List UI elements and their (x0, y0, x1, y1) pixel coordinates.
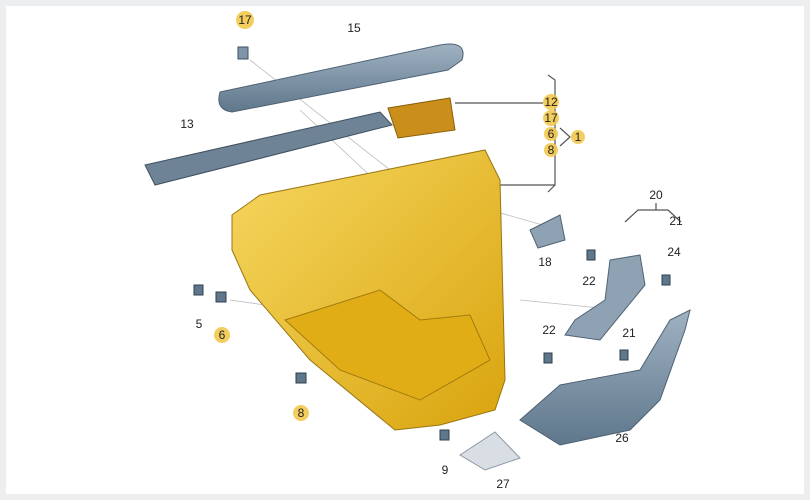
svg-text:5: 5 (196, 317, 203, 331)
fasteners (193, 249, 671, 441)
svg-text:20: 20 (649, 188, 663, 202)
callout-1: 1 (571, 130, 585, 144)
door-panel (231, 149, 506, 431)
svg-text:6: 6 (548, 127, 555, 141)
part-18-cover (529, 214, 566, 249)
svg-text:17: 17 (544, 111, 558, 125)
callout-8b: 8 (293, 405, 309, 421)
part-12-handle (387, 97, 456, 139)
part-13-bracket (144, 111, 393, 186)
callout-24: 24 (667, 245, 681, 259)
svg-text:1: 1 (575, 130, 582, 144)
callout-22: 22 (582, 274, 596, 288)
callout-12: 12 (543, 94, 559, 110)
svg-text:26: 26 (615, 431, 629, 445)
svg-text:21: 21 (669, 214, 683, 228)
part-20-grab-bracket (564, 254, 646, 341)
svg-text:12: 12 (544, 95, 558, 109)
svg-text:13: 13 (180, 117, 194, 131)
door-pocket (284, 289, 491, 401)
callout-21b: 21 (622, 326, 636, 340)
svg-text:27: 27 (496, 477, 510, 491)
svg-text:17: 17 (238, 13, 252, 27)
callout-5: 5 (196, 317, 203, 331)
callout-6: 6 (544, 127, 558, 141)
callout-21: 21 (669, 214, 683, 228)
svg-text:8: 8 (548, 143, 555, 157)
svg-text:6: 6 (219, 328, 226, 342)
svg-text:22: 22 (542, 323, 556, 337)
callout-27: 27 (496, 477, 510, 491)
callout-17: 17 (236, 11, 254, 29)
callout-22b: 22 (542, 323, 556, 337)
svg-text:15: 15 (347, 21, 361, 35)
svg-text:18: 18 (538, 255, 552, 269)
callout-6b: 6 (214, 327, 230, 343)
part-27-cap (459, 431, 521, 471)
callout-9: 9 (442, 463, 449, 477)
callout-8: 8 (544, 143, 558, 157)
callouts: 17 15 13 12 17 6 8 1 20 21 24 18 22 5 6 … (180, 11, 683, 491)
svg-text:21: 21 (622, 326, 636, 340)
part-15-trim-strip (218, 43, 464, 113)
svg-text:24: 24 (667, 245, 681, 259)
part-17-clip (237, 46, 249, 60)
svg-text:8: 8 (298, 406, 305, 420)
callout-15: 15 (347, 21, 361, 35)
callout-20: 20 (649, 188, 663, 202)
callout-26: 26 (615, 431, 629, 445)
callout-13: 13 (180, 117, 194, 131)
part-26-trim (519, 309, 691, 446)
svg-text:9: 9 (442, 463, 449, 477)
callout-17b: 17 (543, 110, 559, 126)
callout-18: 18 (538, 255, 552, 269)
svg-text:22: 22 (582, 274, 596, 288)
